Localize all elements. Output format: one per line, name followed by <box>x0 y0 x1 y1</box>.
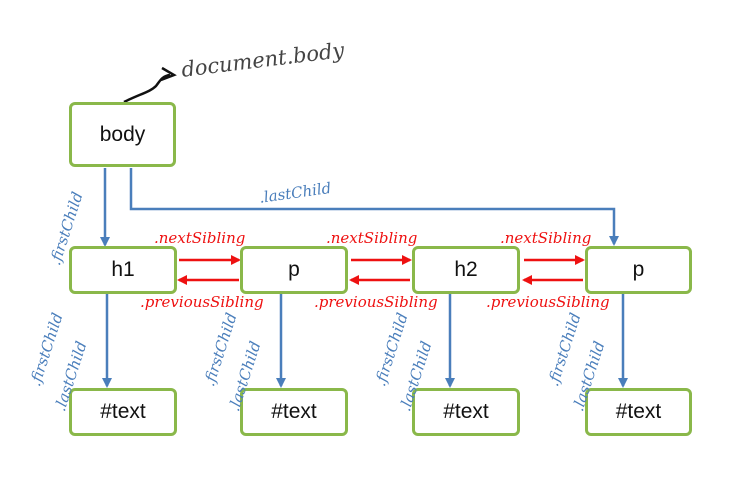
next-sibling-label-2: .nextSibling <box>326 229 418 247</box>
text-node-4: #text <box>585 388 692 436</box>
previous-sibling-label-3: .previousSibling <box>486 293 610 311</box>
p-node-2: p <box>585 246 692 294</box>
body-last-child-arrow <box>129 168 619 246</box>
previous-sibling-label-1: .previousSibling <box>140 293 264 311</box>
h2-node: h2 <box>412 246 520 294</box>
next-sibling-label-3: .nextSibling <box>500 229 592 247</box>
document-body-pointer-arrow <box>123 73 171 104</box>
text-node-2: #text <box>240 388 348 436</box>
next-sibling-label-1: .nextSibling <box>154 229 246 247</box>
h1-node: h1 <box>69 246 177 294</box>
previous-sibling-label-2: .previousSibling <box>314 293 438 311</box>
body-node: body <box>69 102 176 167</box>
text-node-1: #text <box>69 388 177 436</box>
document-body-pointer-arrowhead <box>160 66 177 82</box>
p-node-1: p <box>240 246 348 294</box>
text-node-3: #text <box>412 388 520 436</box>
